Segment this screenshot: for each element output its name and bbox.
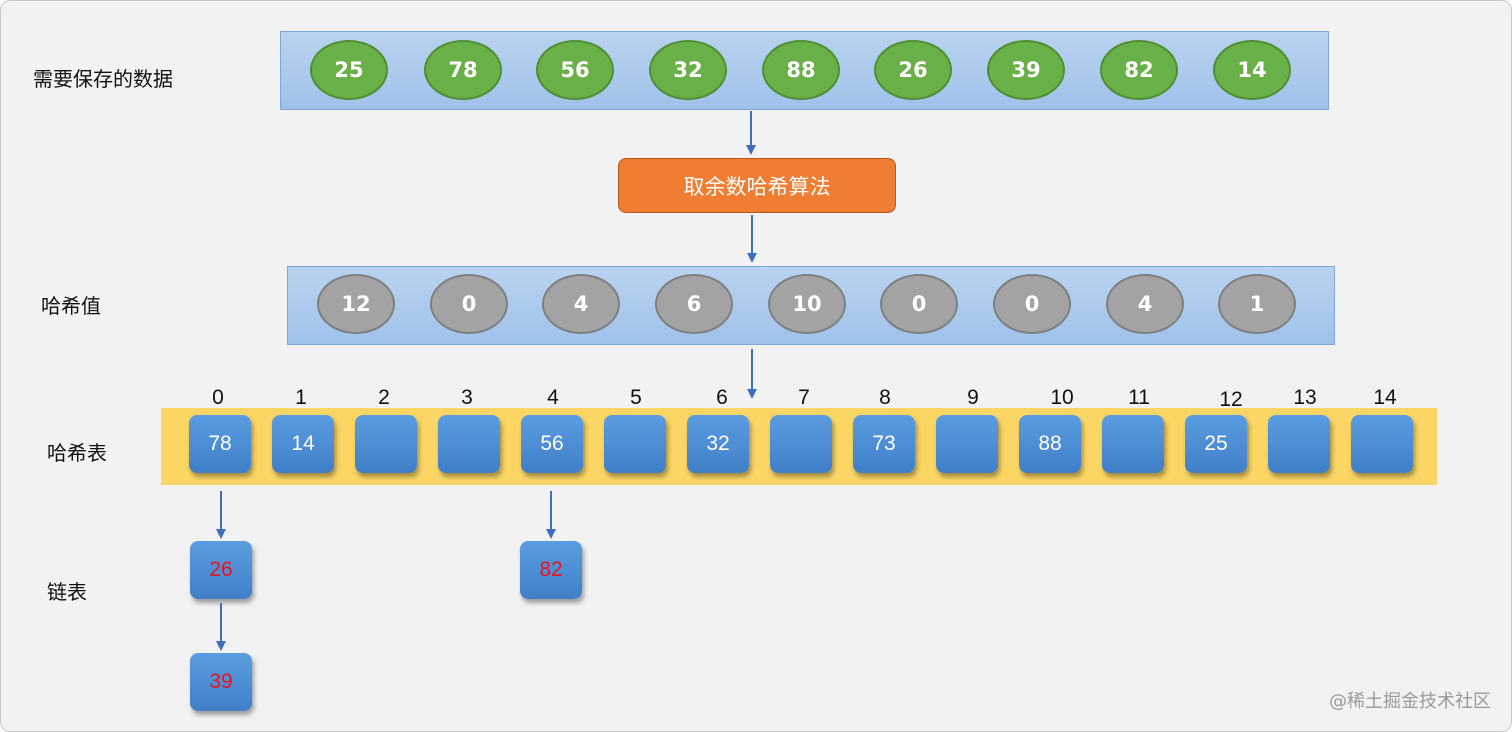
- hash-algorithm-box: 取余数哈希算法: [618, 158, 896, 213]
- table-cell: 88: [1019, 415, 1081, 473]
- table-index: 1: [295, 386, 307, 409]
- table-index: 8: [879, 386, 891, 409]
- data-ellipse: 88: [762, 40, 840, 100]
- hash-ellipse: 4: [1106, 274, 1184, 334]
- table-cell: [1102, 415, 1164, 473]
- data-ellipse: 82: [1100, 40, 1178, 100]
- hash-row-label: 哈希值: [41, 294, 101, 318]
- table-index: 10: [1050, 386, 1074, 409]
- watermark: @稀土掘金技术社区: [1329, 691, 1491, 712]
- data-row-label: 需要保存的数据: [33, 67, 173, 91]
- table-index: 6: [716, 386, 728, 409]
- table-cell: [438, 415, 500, 473]
- data-ellipse: 14: [1213, 40, 1291, 100]
- table-index: 0: [212, 386, 224, 409]
- table-cell: [1351, 415, 1413, 473]
- hash-ellipse: 6: [655, 274, 733, 334]
- table-cell: [770, 415, 832, 473]
- table-index: 3: [461, 386, 473, 409]
- data-ellipse: 25: [310, 40, 388, 100]
- table-index: 12: [1219, 388, 1243, 411]
- data-ellipse: 32: [649, 40, 727, 100]
- table-row-label: 哈希表: [47, 441, 107, 465]
- table-cell: 14: [272, 415, 334, 473]
- table-index: 14: [1373, 386, 1397, 409]
- table-cell: 25: [1185, 415, 1247, 473]
- data-ellipse: 39: [987, 40, 1065, 100]
- table-index: 7: [798, 386, 810, 409]
- table-index: 11: [1128, 386, 1150, 409]
- table-cell: [1268, 415, 1330, 473]
- list-row-label: 链表: [47, 580, 87, 604]
- table-index: 9: [967, 386, 979, 409]
- table-index: 5: [630, 386, 642, 409]
- table-cell: [936, 415, 998, 473]
- hash-ellipse: 10: [768, 274, 846, 334]
- data-ellipse: 78: [424, 40, 502, 100]
- table-cell: 32: [687, 415, 749, 473]
- data-ellipse: 26: [874, 40, 952, 100]
- hash-ellipse: 12: [317, 274, 395, 334]
- hash-ellipse: 0: [430, 274, 508, 334]
- chain-node: 82: [520, 541, 582, 599]
- hash-ellipse: 0: [880, 274, 958, 334]
- table-cell: 73: [853, 415, 915, 473]
- table-index: 4: [547, 386, 559, 409]
- chain-node: 26: [190, 541, 252, 599]
- hash-ellipse: 1: [1218, 274, 1296, 334]
- table-index: 13: [1293, 386, 1317, 409]
- table-cell: [355, 415, 417, 473]
- hash-ellipse: 0: [993, 274, 1071, 334]
- table-index: 2: [378, 386, 390, 409]
- table-cell: 56: [521, 415, 583, 473]
- chain-node: 39: [190, 653, 252, 711]
- hash-ellipse: 4: [542, 274, 620, 334]
- table-cell: [604, 415, 666, 473]
- table-cell: 78: [189, 415, 251, 473]
- data-ellipse: 56: [536, 40, 614, 100]
